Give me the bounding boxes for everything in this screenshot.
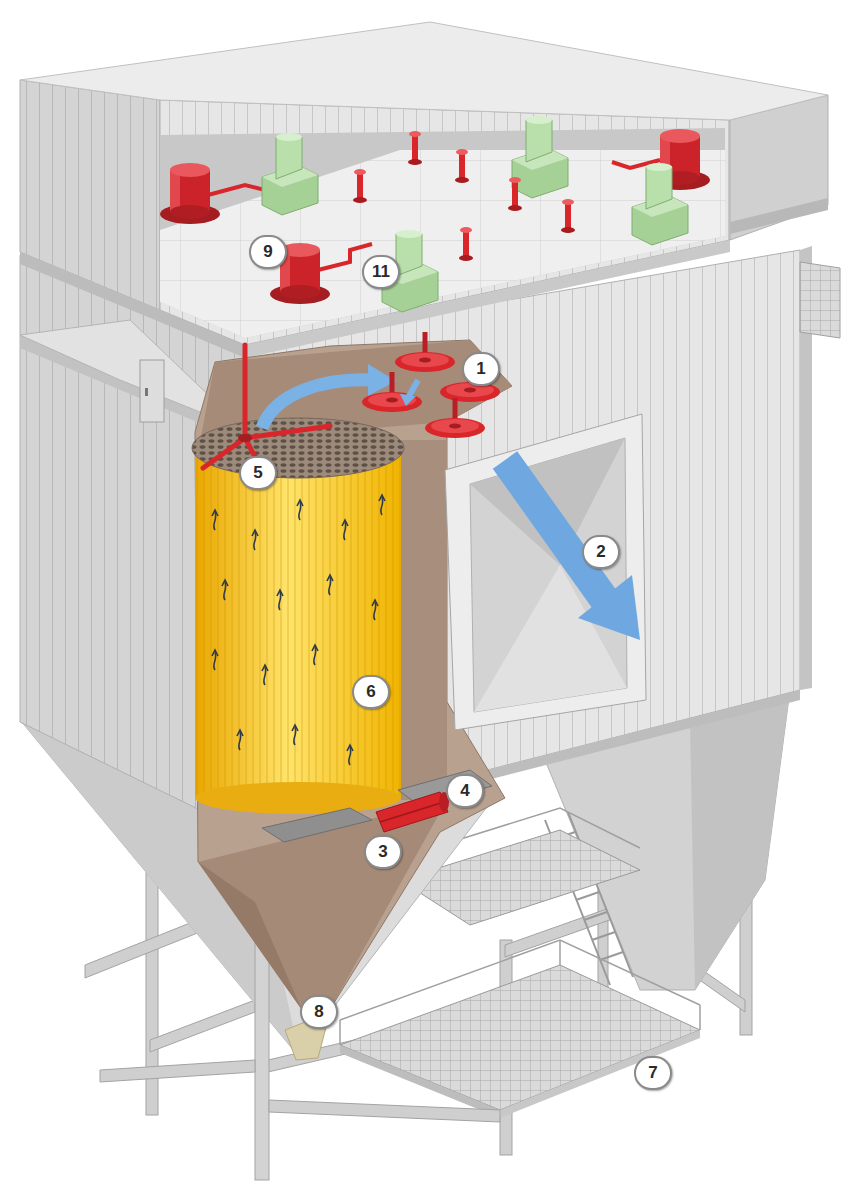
blowpipe-arm	[245, 426, 330, 438]
poppet-valve	[425, 398, 485, 438]
callout-number: 5	[239, 456, 277, 490]
callout-number: 8	[300, 995, 338, 1029]
blowpipe-arm	[203, 438, 245, 468]
railing	[340, 940, 700, 1020]
penthouse-cutaway	[160, 128, 725, 338]
penthouse-roof	[20, 22, 828, 120]
partition-wall	[401, 440, 447, 800]
flow-arrow	[252, 530, 258, 550]
penthouse-ledge	[730, 198, 828, 234]
inlet-duct-opening	[470, 438, 627, 712]
filter-bag-stripes	[195, 448, 401, 798]
flow-arrow	[342, 520, 348, 540]
hopper-shade	[690, 690, 790, 990]
stair-rail	[568, 812, 633, 977]
callout-number: 11	[362, 255, 400, 289]
callout-number: 7	[634, 1056, 672, 1090]
flow-arrow	[327, 575, 333, 595]
flow-arrow	[262, 665, 268, 685]
valve-post	[459, 227, 473, 261]
flow-arrow	[212, 510, 218, 530]
stair-step	[584, 912, 607, 920]
poppet-valve	[395, 332, 455, 372]
outlet-damper	[632, 163, 688, 245]
support-beam	[269, 1100, 500, 1122]
flow-arrow	[277, 590, 283, 610]
callout-number: 3	[364, 835, 402, 869]
side-walkway	[800, 262, 840, 338]
compressed-air-tank	[160, 163, 220, 224]
support-beam	[100, 1060, 255, 1082]
clean-air-arrowhead	[400, 394, 416, 406]
railing-post	[559, 940, 561, 965]
flow-arrow	[212, 650, 218, 670]
outlet-damper	[512, 116, 568, 198]
damper-plate	[262, 808, 372, 842]
flow-arrow	[347, 745, 353, 765]
callout-number: 2	[582, 535, 620, 569]
access-door	[140, 360, 164, 422]
inlet-duct-frame	[445, 414, 646, 730]
callout-number: 9	[249, 235, 287, 269]
valve-post	[561, 199, 575, 233]
blowpipe-hub	[238, 434, 252, 442]
stair-step	[600, 952, 623, 960]
platform-edge	[500, 1030, 700, 1118]
flow-arrow	[379, 495, 385, 515]
valve-post	[353, 169, 367, 203]
railing-post	[339, 1020, 341, 1045]
support-beam	[150, 1000, 255, 1052]
inlet-arrowhead	[578, 575, 640, 640]
penthouse-left-face	[20, 80, 160, 310]
penthouse-floor	[160, 150, 725, 338]
valve-post	[455, 149, 469, 183]
flow-arrow	[222, 580, 228, 600]
flow-arrow	[292, 725, 298, 745]
filter-bag	[195, 448, 401, 798]
callout-number: 4	[446, 774, 484, 808]
platform	[340, 965, 700, 1110]
valve-post	[408, 131, 422, 165]
flow-arrow	[237, 730, 243, 750]
callout-number: 6	[352, 675, 390, 709]
outlet-damper	[262, 133, 318, 215]
tube-sheet	[192, 418, 404, 478]
valve-post	[508, 177, 522, 211]
flow-arrow	[312, 645, 318, 665]
flow-arrow	[372, 600, 378, 620]
stair-step	[576, 892, 599, 900]
flow-arrow	[297, 500, 303, 520]
gas-flow-arrows	[212, 495, 385, 765]
door-handle	[145, 388, 148, 396]
pipe	[208, 185, 265, 195]
actuator	[376, 792, 448, 832]
hopper-interior-shade	[198, 862, 302, 1010]
actuator-line	[380, 802, 444, 822]
railing-post	[699, 1005, 701, 1030]
callout-number: 1	[462, 352, 500, 386]
clean-air-arrow	[262, 380, 372, 428]
stair-step	[592, 932, 615, 940]
blowpipe	[243, 345, 248, 438]
filter-bag-bottom	[195, 782, 401, 814]
poppet-valve	[362, 372, 422, 412]
hopper-interior	[198, 800, 447, 1010]
